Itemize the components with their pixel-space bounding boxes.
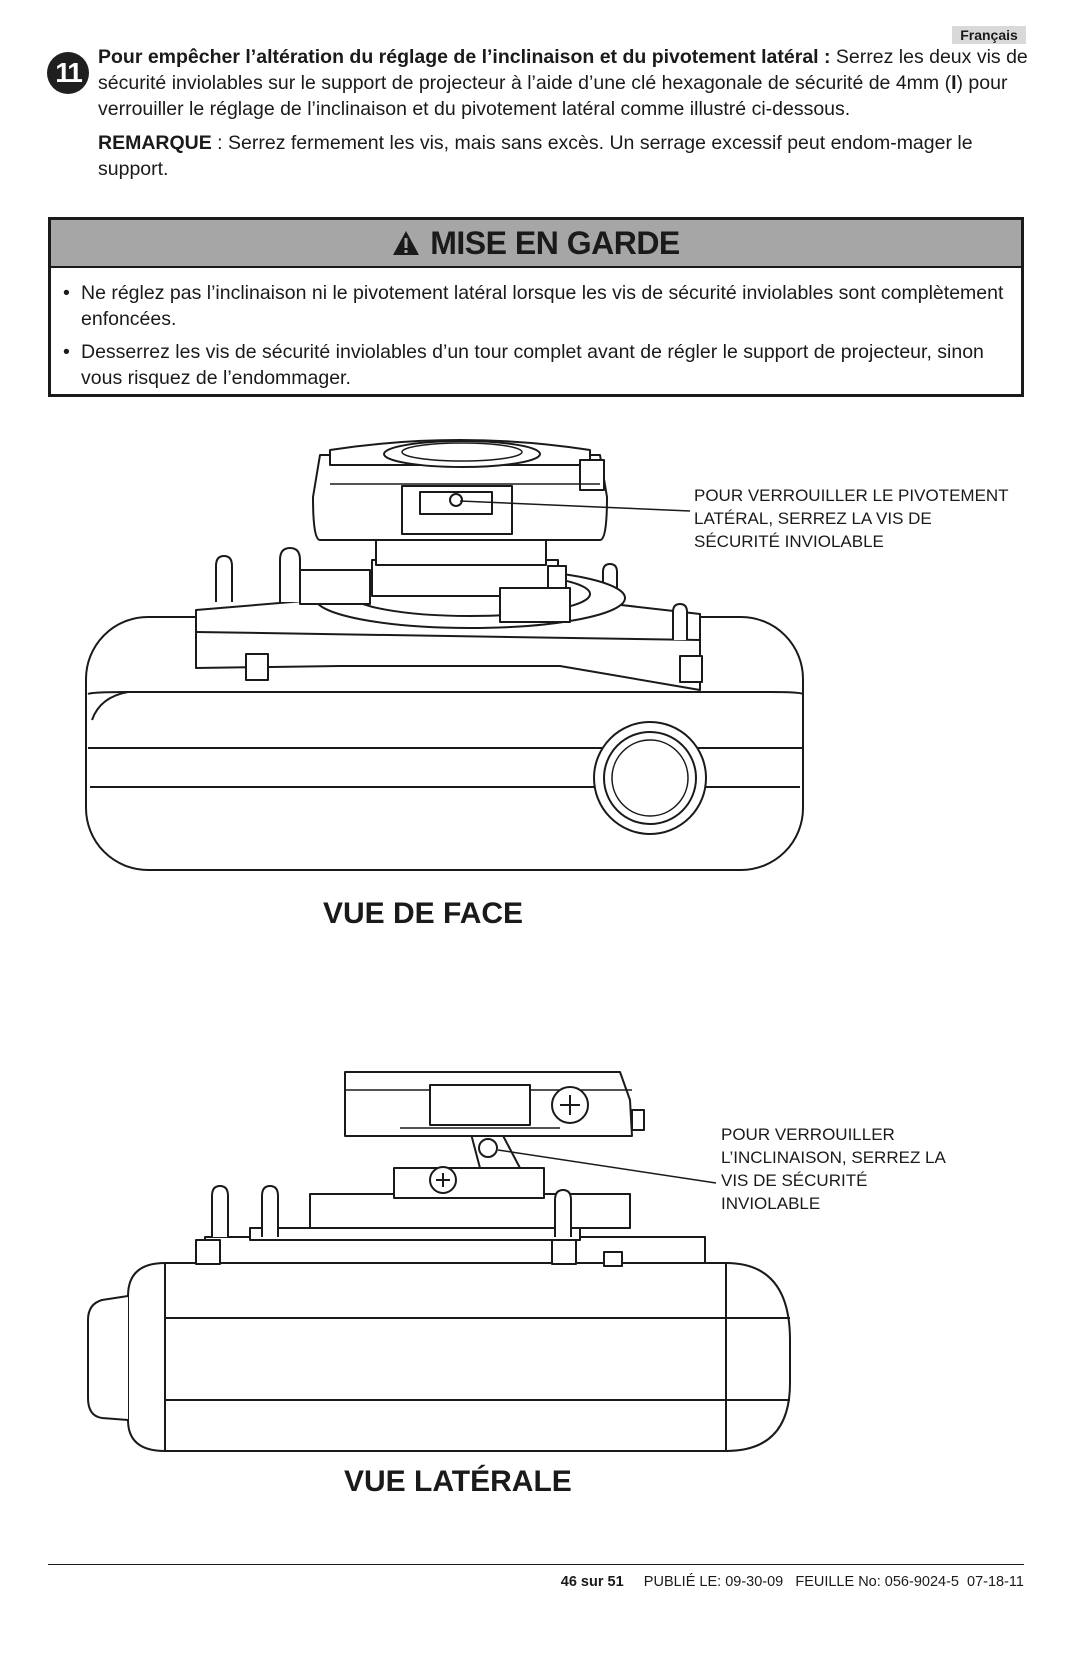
caution-list: Ne réglez pas l’inclinaison ni le pivote… (51, 268, 1021, 391)
published-date: PUBLIÉ LE: 09-30-09 (643, 1574, 784, 1590)
tilt-assembly (393, 1129, 545, 1199)
step-number-badge: 11 (47, 52, 89, 94)
callout-tilt-lock: POUR VERROUILLER L’INCLINAISON, SERREZ L… (721, 1125, 945, 1213)
caution-item: Ne réglez pas l’inclinaison ni le pivote… (51, 280, 1021, 332)
callout-swivel-lock: POUR VERROUILLER LE PIVOTEMENT LATÉRAL, … (694, 486, 1009, 551)
footer-rule (48, 1564, 1024, 1565)
note-text: : Serrez fermement les vis, mais sans ex… (98, 132, 973, 180)
callout-leader-side (497, 1149, 717, 1184)
step-paragraph: Pour empêcher l’altération du réglage de… (98, 44, 1028, 122)
step-title: Pour empêcher l’altération du réglage de… (98, 46, 831, 68)
side-view-title: VUE LATÉRALE (344, 1465, 572, 1498)
projector-lens (593, 721, 707, 835)
step-body-part2: ) pour verrouiller le réglage de l’incli… (98, 72, 1008, 120)
sheet-number: FEUILLE No: 056-9024-5 07-18-11 (795, 1574, 1024, 1590)
language-tag: Français (952, 26, 1026, 44)
warning-triangle-icon (393, 231, 420, 255)
projector-body-side (87, 1262, 791, 1452)
caution-header: MISE EN GARDE (51, 220, 1021, 268)
mount-head-side (344, 1071, 645, 1137)
front-view-title: VUE DE FACE (323, 897, 524, 930)
caution-box: MISE EN GARDE Ne réglez pas l’inclinaiso… (48, 217, 1024, 397)
step-note: REMARQUE : Serrez fermement les vis, mai… (98, 130, 1028, 182)
mount-rail-side (195, 1185, 706, 1267)
step-body-part1: Serrez les deux vis de sécurité inviolab… (98, 46, 1028, 94)
note-label: REMARQUE (98, 132, 212, 154)
caution-item: Desserrez les vis de sécurité inviolable… (51, 339, 1021, 391)
step-instructions: Pour empêcher l’altération du réglage de… (98, 44, 1028, 182)
page-number: 46 sur 51 (560, 1574, 624, 1590)
caution-title: MISE EN GARDE (430, 224, 680, 261)
step-body-key: I (951, 72, 957, 94)
footer: 46 sur 51 PUBLIÉ LE: 09-30-09 FEUILLE No… (561, 1574, 1024, 1590)
callout-leader-front (459, 500, 691, 512)
